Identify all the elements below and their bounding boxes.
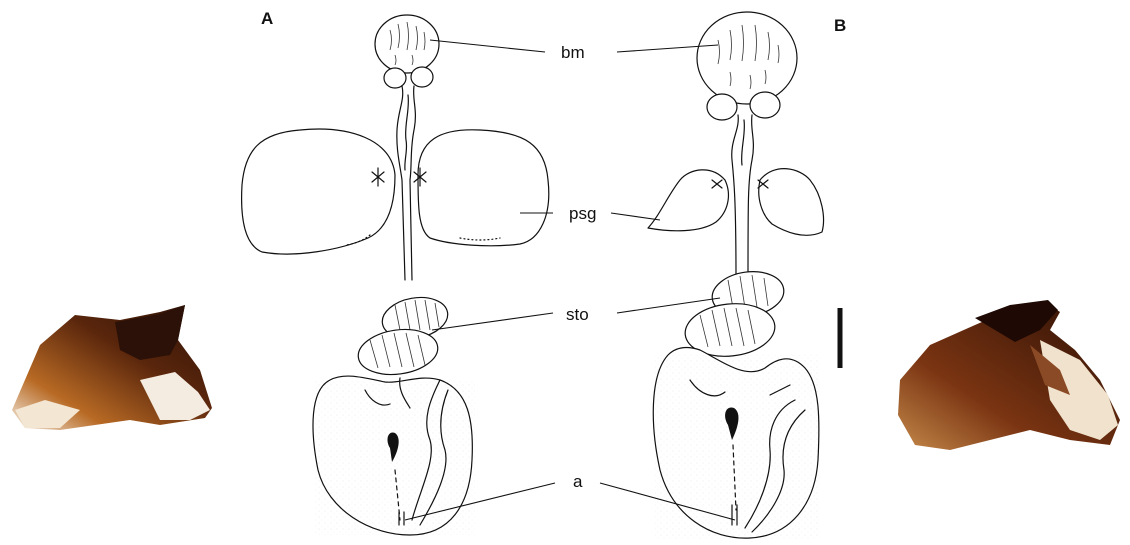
label-bm: bm (561, 43, 585, 62)
label-psg: psg (569, 204, 596, 223)
drawing-b (648, 12, 824, 540)
left-mandible-photo (12, 305, 212, 430)
label-a: a (573, 472, 583, 491)
panel-label-a: A (261, 9, 273, 28)
drawing-a (242, 15, 549, 535)
label-sto: sto (566, 305, 589, 324)
panel-label-b: B (834, 16, 846, 35)
right-mandible-photo (898, 300, 1120, 450)
